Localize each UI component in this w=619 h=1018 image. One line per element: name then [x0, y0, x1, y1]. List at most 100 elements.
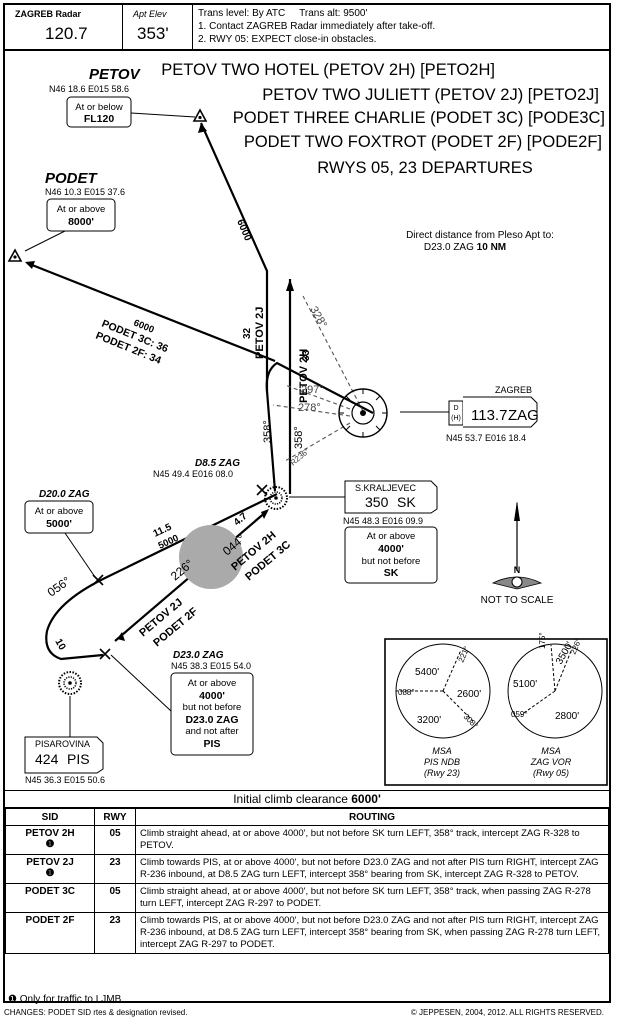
note-1: 1. Contact ZAGREB Radar immediately afte…	[198, 21, 436, 32]
zagreb-ident: ZAG	[508, 407, 539, 424]
petov-2h-dist: 33	[301, 349, 312, 361]
podet-constraint-box	[46, 198, 116, 232]
svg-text:PIS NDB: PIS NDB	[424, 757, 460, 767]
petov-arrow	[198, 123, 207, 133]
d23-c4: D23.0 ZAG	[185, 714, 238, 726]
kraljevec-coord: N45 48.3 E016 09.9	[343, 516, 423, 526]
zagreb-freq: 113.7	[471, 407, 507, 424]
sk-arrow	[261, 509, 269, 519]
alt-6000-a: 6000	[234, 218, 253, 243]
direct-distance-value: D23.0 ZAG 10 NM	[424, 242, 506, 253]
r236-radial	[284, 422, 351, 462]
kraljevec-c4: SK	[384, 567, 399, 579]
podet-route-segment	[265, 361, 374, 492]
d23-c1: At or above	[188, 678, 237, 689]
svg-text:2800': 2800'	[555, 711, 579, 722]
title-line-2: PETOV TWO JULIETT (PETOV 2J) [PETO2J]	[262, 86, 599, 104]
initial-climb-caption: Initial climb clearance 6000'	[5, 790, 609, 808]
podet-name: PODET	[45, 170, 99, 187]
d23-arrow	[117, 632, 125, 641]
svg-text:3200': 3200'	[417, 715, 441, 726]
d23-c5: and not after	[185, 726, 238, 737]
pisarovina-freq: 424	[35, 751, 59, 767]
table-row: PODET 3C 05 Climb straight ahead, at or …	[5, 883, 609, 913]
apt-elev-label: Apt Elev	[133, 9, 167, 19]
north-label: N	[514, 565, 521, 575]
footer-copyright: © JEPPESEN, 2004, 2012. ALL RIGHTS RESER…	[410, 1008, 604, 1017]
d20-route	[45, 493, 278, 661]
kraljevec-c1: At or above	[367, 531, 416, 542]
footer: CHANGES: PODET SID rtes & designation re…	[4, 1008, 612, 1017]
b358-b: 358°	[293, 426, 305, 449]
podet-constraint-1: At or above	[57, 204, 106, 215]
pisarovina-ident: PIS	[67, 751, 90, 767]
podet-coord: N46 10.3 E015 37.6	[45, 187, 125, 197]
petov-triangle-icon	[192, 108, 208, 122]
title-line-4: PODET TWO FOXTROT (PODET 2F) [PODE2F]	[244, 133, 602, 151]
chart-frame	[3, 3, 611, 1003]
d23-c3: but not before	[183, 702, 242, 713]
kraljevec-freq: 350	[365, 494, 389, 510]
petov-coord: N46 18.6 E015 58.6	[49, 84, 129, 94]
zagreb-freq-box	[463, 396, 538, 428]
pisarovina-ndb-icon	[58, 671, 82, 695]
msa-box	[384, 638, 608, 786]
msa-left-title: MSA	[432, 746, 452, 756]
dist-10: 10	[52, 637, 67, 653]
col-sid: SID	[5, 808, 95, 826]
msa-right-title: MSA	[541, 746, 561, 756]
svg-text:5100': 5100'	[513, 679, 537, 690]
petov-2j-route	[199, 122, 269, 391]
zagreb-dh: (H)	[451, 415, 461, 422]
col-rwy: RWY	[94, 808, 136, 826]
b358-a: 358°	[262, 420, 274, 443]
col-routing: ROUTING	[135, 808, 609, 826]
turn-area	[179, 525, 243, 589]
zagreb-name: ZAGREB	[495, 385, 532, 395]
d85-name: D8.5 ZAG	[195, 458, 240, 469]
apt-elev-value: 353'	[137, 24, 169, 43]
r328-label: 328°	[307, 305, 329, 331]
svg-text:059°: 059°	[511, 710, 528, 719]
d23-constraint-box	[170, 672, 254, 756]
svg-text:ZAG VOR: ZAG VOR	[530, 757, 572, 767]
svg-text:175°: 175°	[538, 632, 547, 649]
petov-constraint-box	[66, 96, 132, 128]
r297-label: 297°	[301, 384, 324, 396]
d23-coord: N45 38.3 E015 54.0	[171, 661, 251, 671]
brg-056: 056°	[45, 574, 74, 600]
r278-radial	[272, 404, 351, 417]
kraljevec-name: S.KRALJEVEC	[355, 483, 417, 493]
petov-constraint-1: At or below	[75, 102, 123, 113]
pisarovina-name: PISAROVINA	[35, 739, 90, 749]
table-row: PODET 2F 23 Climb towards PIS, at or abo…	[5, 912, 609, 954]
d20-name: D20.0 ZAG	[39, 489, 90, 500]
d20-leader	[64, 532, 96, 578]
d20-constraint-box	[24, 500, 94, 534]
petov-2h-label: PETOV 2H	[298, 349, 310, 403]
kraljevec-ndb-icon	[264, 486, 288, 510]
sid-map: PETOV TWO HOTEL (PETOV 2H) [PETO2H] PETO…	[7, 61, 608, 786]
title-line-3: PODET THREE CHARLIE (PODET 3C) [PODE3C]	[233, 109, 605, 127]
d23-name: D23.0 ZAG	[173, 650, 224, 661]
podet-constraint-2: 8000'	[68, 216, 94, 228]
note-2: 2. RWY 05: EXPECT close-in obstacles.	[198, 34, 377, 45]
svg-text:(Rwy 05): (Rwy 05)	[533, 768, 569, 778]
petov-constraint-2: FL120	[84, 113, 115, 125]
trans-level: Trans level: By ATC	[198, 8, 286, 19]
svg-text:D: D	[453, 405, 458, 412]
svg-text:5400': 5400'	[415, 667, 439, 678]
kraljevec-constraint-box	[344, 526, 438, 584]
podet-arrow	[25, 261, 35, 269]
footer-changes: CHANGES: PODET SID rtes & designation re…	[4, 1008, 188, 1017]
svg-text:2600': 2600'	[457, 689, 481, 700]
direct-distance-label: Direct distance from Pleso Apt to:	[406, 230, 554, 241]
svg-text:(Rwy 23): (Rwy 23)	[424, 768, 460, 778]
pisarovina-coord: N45 36.3 E015 50.6	[25, 775, 105, 785]
r278-label: 278°	[298, 402, 321, 414]
elev-cell: Apt Elev 353'	[123, 3, 193, 49]
trans-alt: Trans alt: 9500'	[299, 8, 368, 19]
d20-constraint-1: At or above	[35, 506, 84, 517]
